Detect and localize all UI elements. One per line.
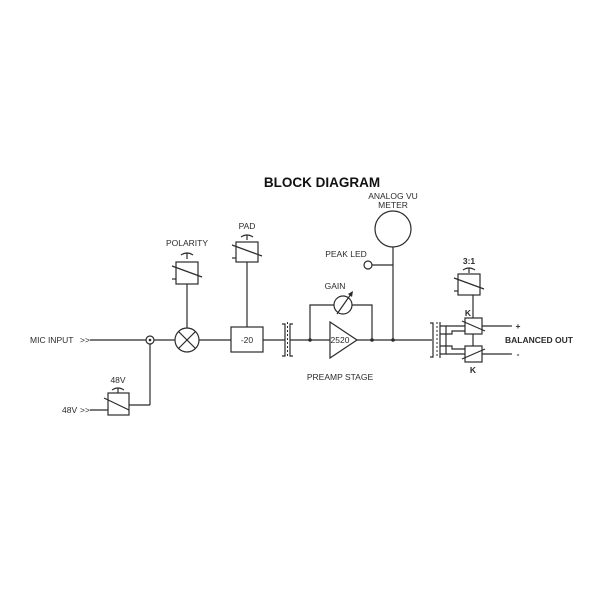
relay-top-alt-wire <box>440 330 465 335</box>
preamp-stage-label: PREAMP STAGE <box>307 372 374 382</box>
mic-input-label: MIC INPUT <box>30 335 73 345</box>
relay-top-label: K <box>465 308 472 318</box>
vu-meter-node <box>391 338 395 342</box>
feedback-right-wire <box>352 304 373 340</box>
balanced-out-label: BALANCED OUT <box>505 335 574 345</box>
vu-meter-label-line1: ANALOG VU <box>368 191 418 201</box>
phantom-input-arrows: >> <box>80 405 90 415</box>
gain-potentiometer-icon[interactable] <box>333 291 353 315</box>
relay-bottom-icon <box>461 345 486 363</box>
ratio-switch-label: 3:1 <box>463 256 476 266</box>
output-transformer-icon <box>430 322 441 358</box>
relay-bottom-alt-wire <box>440 345 465 350</box>
preamp-output-node <box>370 338 374 342</box>
diagram-title: BLOCK DIAGRAM <box>264 175 380 190</box>
peak-led-label: PEAK LED <box>325 249 367 259</box>
amplifier-label: 2520 <box>331 335 350 345</box>
polarity-label: POLARITY <box>166 238 208 248</box>
output-plus-label: + <box>516 321 521 331</box>
relay-top-icon <box>461 317 486 335</box>
pad-value: -20 <box>241 335 254 345</box>
phantom-switch-icon[interactable] <box>103 387 130 416</box>
phantom-input-label: 48V <box>62 405 77 415</box>
phantom-switch-label[interactable]: 48V <box>110 375 125 385</box>
pad-switch-icon[interactable] <box>231 234 263 263</box>
vu-meter-icon <box>374 210 412 248</box>
mic-input-arrows: >> <box>80 335 90 345</box>
gain-label: GAIN <box>325 281 346 291</box>
relay-bottom-label: K <box>470 365 477 375</box>
phantom-junction-icon <box>145 335 155 345</box>
output-minus-label: - <box>517 349 520 359</box>
pad-attenuator-box <box>230 326 264 353</box>
ratio-switch-icon[interactable] <box>453 267 485 296</box>
output-plus-terminal <box>510 325 512 327</box>
pad-label: PAD <box>239 221 256 231</box>
amplifier-2520-icon <box>329 320 359 360</box>
polarity-mixer-icon <box>174 327 200 353</box>
peak-led-icon <box>363 260 373 270</box>
output-minus-terminal <box>510 353 512 355</box>
feedback-left-wire <box>309 304 334 340</box>
polarity-switch-icon[interactable] <box>171 252 203 285</box>
output-transformer-secondary <box>440 325 447 355</box>
vu-meter-label-line2: METER <box>378 200 408 210</box>
